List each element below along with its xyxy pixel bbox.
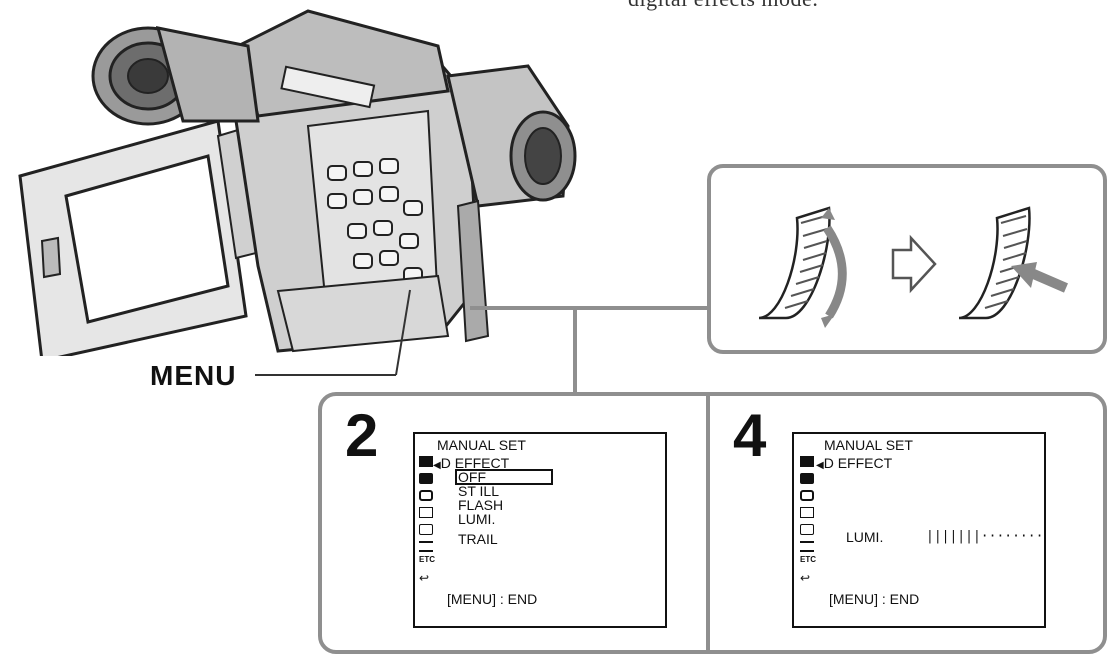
dial-press-icon <box>958 206 1068 320</box>
side-icon-column: ETC ↩ <box>419 456 435 596</box>
menu-screen-step-2: MANUAL SET ETC ↩ ◀D EFFECT OFF ST ILL FL… <box>413 432 667 628</box>
lcd-vf-set-icon <box>419 524 433 535</box>
memory-set-icon <box>419 507 433 518</box>
menu-end-hint: [MENU] : END <box>829 591 920 607</box>
menu-title: MANUAL SET <box>824 437 913 453</box>
dial-diagram <box>758 206 1068 328</box>
manual-set-icon <box>800 456 814 467</box>
arrow-right-icon <box>891 234 937 294</box>
panel-divider <box>706 394 710 652</box>
dial-operation-callout <box>707 164 1107 354</box>
tape-set-icon <box>800 541 814 552</box>
camera-set-icon <box>419 473 433 484</box>
setting-label: LUMI. <box>846 529 884 545</box>
caret-left-icon: ◀ <box>433 460 441 471</box>
menu-title: MANUAL SET <box>437 437 526 453</box>
tape-set-icon <box>419 541 433 552</box>
menu-screen-step-4: MANUAL SET ETC ↩ ◀D EFFECT LUMI. |||||||… <box>792 432 1046 628</box>
submenu-row: ◀D EFFECT <box>816 455 893 471</box>
manual-set-icon <box>419 456 433 467</box>
submenu-row: ◀D EFFECT <box>433 455 510 471</box>
step-number: 2 <box>345 402 379 469</box>
lcd-vf-set-icon <box>800 524 814 535</box>
dial-turn-icon <box>758 206 847 328</box>
page-caption: digital effects mode. <box>628 0 818 12</box>
selection-highlight[interactable] <box>455 469 553 485</box>
vcr-set-icon <box>419 490 433 501</box>
option-off[interactable]: OFF <box>458 469 486 485</box>
camcorder-illustration <box>18 9 577 356</box>
effect-level-bar[interactable]: |||||||········ <box>926 529 1044 544</box>
option-lumi[interactable]: LUMI. <box>458 511 496 527</box>
option-flash[interactable]: FLASH <box>458 497 504 513</box>
side-icon-column: ETC ↩ <box>800 456 816 596</box>
etc-icon: ETC <box>419 555 435 564</box>
menu-end-hint: [MENU] : END <box>447 591 538 607</box>
return-icon: ↩ <box>419 571 430 585</box>
option-trail[interactable]: TRAIL <box>458 531 498 547</box>
caret-left-icon: ◀ <box>816 460 824 471</box>
option-still[interactable]: ST ILL <box>458 483 499 499</box>
step-number: 4 <box>733 402 767 469</box>
memory-set-icon <box>800 507 814 518</box>
vcr-set-icon <box>800 490 814 501</box>
etc-icon: ETC <box>800 555 816 564</box>
menu-label: MENU <box>150 360 237 391</box>
return-icon: ↩ <box>800 571 811 585</box>
camera-set-icon <box>800 473 814 484</box>
